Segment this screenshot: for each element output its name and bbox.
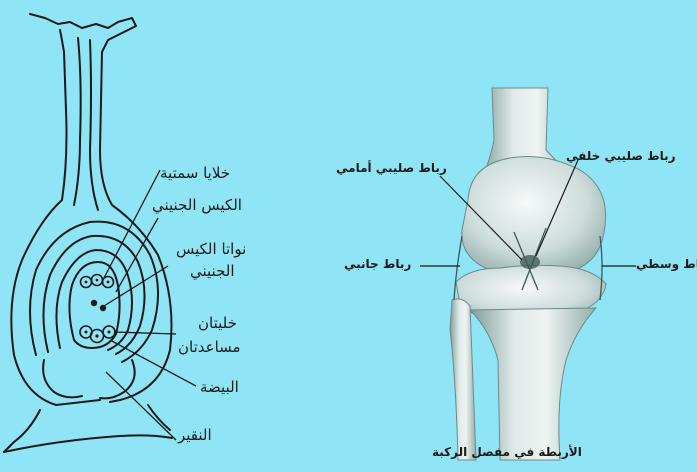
knee-caption: الأربطة في مفصل الركبة xyxy=(432,446,582,459)
fibula xyxy=(450,299,476,460)
label-anterior-cruciate: رباط صليبي أمامي xyxy=(336,162,447,175)
tibia-shaft xyxy=(470,308,596,460)
intercondylar-notch xyxy=(520,255,540,269)
label-medial-ligament: رباط وسطي xyxy=(636,258,697,271)
label-lateral-ligament: رباط جانبي xyxy=(344,258,411,271)
label-posterior-cruciate: رباط صليبي خلفي xyxy=(566,150,676,163)
